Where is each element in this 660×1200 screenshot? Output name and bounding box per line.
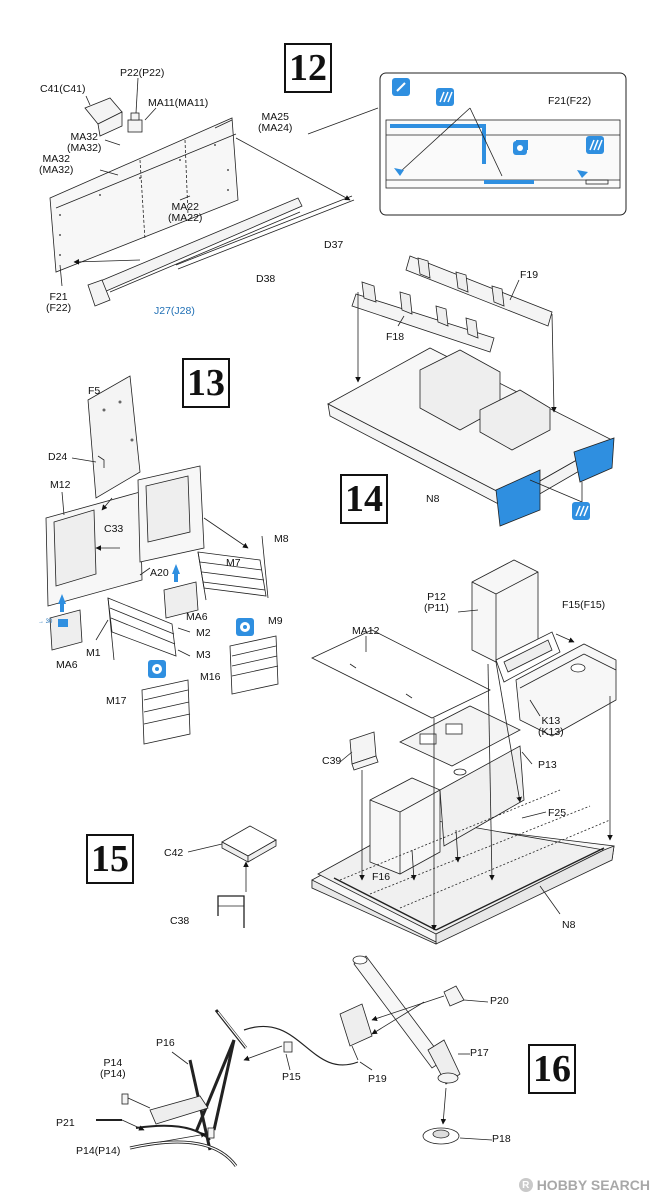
step-number-14: 14 [340, 474, 388, 524]
part-label-p18: P18 [492, 1133, 511, 1145]
part-label-c39: C39 [322, 755, 342, 767]
step13-assembly [45, 375, 279, 745]
part-label-a20: A20 [150, 567, 169, 579]
part-label-f5: F5 [88, 385, 101, 397]
part-label-ma11: MA11(MA11) [148, 97, 209, 109]
step-number-16: 16 [528, 1044, 576, 1094]
part-label-c38: C38 [170, 915, 190, 927]
part-label-p20: P20 [490, 995, 509, 1007]
part-label-p16: P16 [156, 1037, 175, 1049]
part-label-p13: P13 [538, 759, 557, 771]
part-label-n8-step15: N8 [562, 919, 576, 931]
part-label-m8: M8 [274, 533, 289, 545]
step15-assembly [187, 559, 617, 945]
part-label-p12: P12 (P11) [424, 591, 449, 614]
part-label-ma32-a: MA32 (MA32) [67, 131, 102, 154]
part-label-p14-bottom: P14(P14) [76, 1145, 121, 1157]
part-label-p15: P15 [282, 1071, 301, 1083]
part-label-f25: F25 [548, 807, 567, 819]
part-label-c33: C33 [104, 523, 124, 535]
part-label-ma25: MA25 (MA24) [258, 111, 293, 134]
step12-inset-detail [379, 72, 627, 216]
watermark: R HOBBY SEARCH [518, 1177, 650, 1193]
part-label-ma12: MA12 [352, 625, 380, 637]
step14-assembly [327, 255, 615, 527]
part-label-f21-inset: F21(F22) [548, 95, 592, 107]
ref-label-30: → 30 [38, 619, 53, 625]
part-label-m7: M7 [226, 557, 241, 569]
part-label-j27: J27(J28) [154, 305, 195, 317]
part-label-p19: P19 [368, 1073, 387, 1085]
part-label-c42: C42 [164, 847, 184, 859]
part-label-d37: D37 [324, 239, 344, 251]
part-label-m12: M12 [50, 479, 71, 491]
registered-icon: R [518, 1178, 533, 1192]
step-number-13: 13 [182, 358, 230, 408]
part-label-n8-step14: N8 [426, 493, 440, 505]
part-label-ma32-b: MA32 (MA32) [39, 153, 74, 176]
part-label-p14-top: P14 (P14) [100, 1057, 126, 1080]
part-label-p17: P17 [470, 1047, 489, 1059]
part-label-ma6-left: MA6 [56, 659, 78, 671]
part-label-c41: C41(C41) [40, 83, 86, 95]
part-label-m16: M16 [200, 671, 221, 683]
part-label-m2: M2 [196, 627, 211, 639]
part-label-p22: P22(P22) [120, 67, 165, 79]
part-label-f15: F15(F15) [562, 599, 606, 611]
step16-assembly [96, 955, 493, 1167]
part-label-p21: P21 [56, 1117, 75, 1129]
part-label-m1: M1 [86, 647, 101, 659]
part-label-ma6-right: MA6 [186, 611, 208, 623]
part-label-f21: F21 (F22) [46, 291, 72, 314]
part-label-f18: F18 [386, 331, 405, 343]
part-label-d38: D38 [256, 273, 276, 285]
step12-assembly [49, 77, 379, 307]
part-label-m3: M3 [196, 649, 211, 661]
watermark-text: HOBBY SEARCH [536, 1177, 650, 1193]
part-label-f19: F19 [520, 269, 539, 281]
part-label-m9: M9 [268, 615, 283, 627]
part-label-f16: F16 [372, 871, 391, 883]
part-label-d24: D24 [48, 451, 68, 463]
part-label-ma22: MA22 (MA22) [168, 201, 203, 224]
step-number-12: 12 [284, 43, 332, 93]
part-label-k13: K13 (K13) [538, 715, 564, 738]
step-number-15: 15 [86, 834, 134, 884]
part-label-m17: M17 [106, 695, 127, 707]
